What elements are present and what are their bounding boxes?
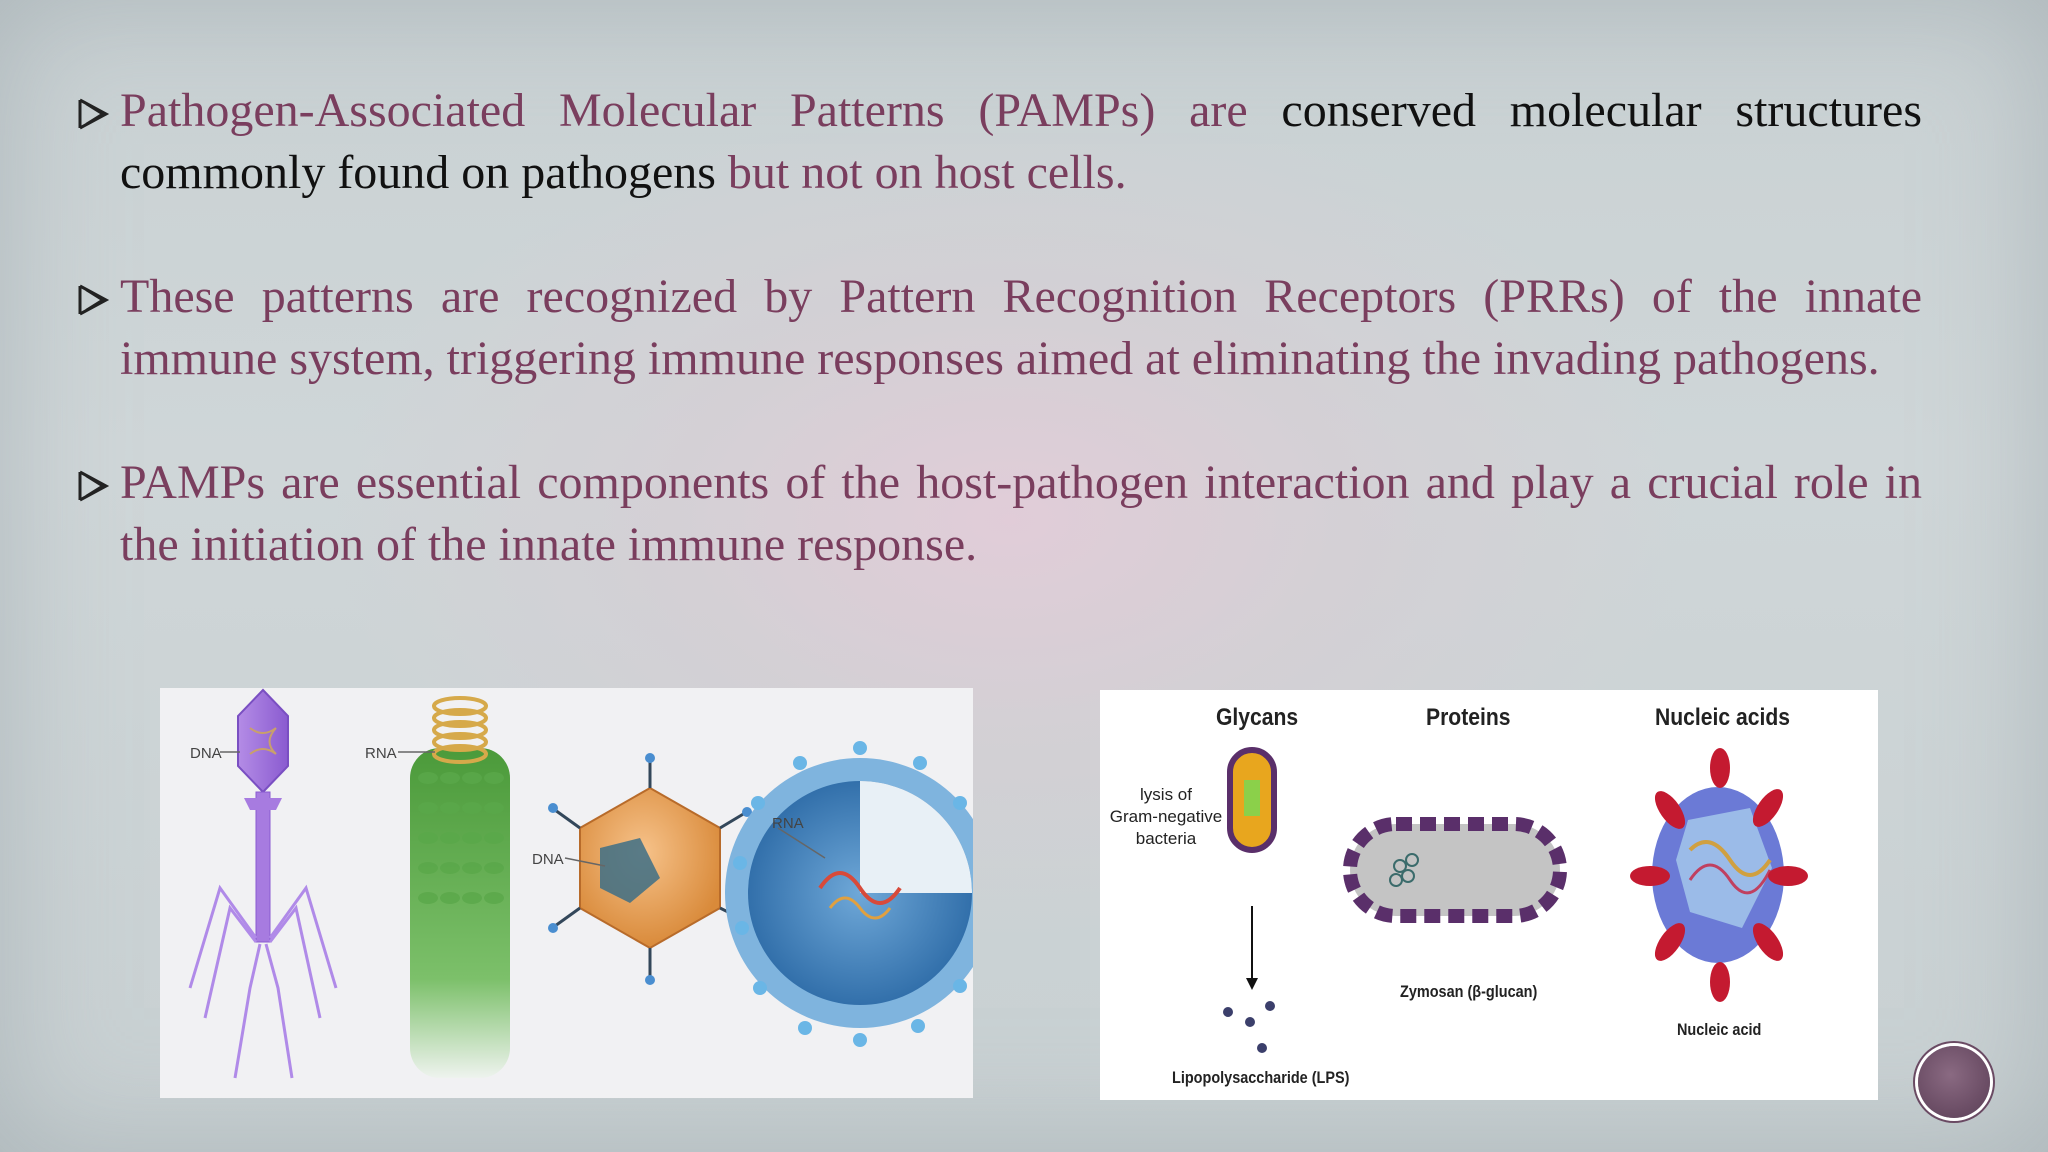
rna-label-2: RNA <box>772 815 804 832</box>
bullet-prr-recognition: These patterns are recognized by Pattern… <box>76 266 1922 390</box>
virus-illustration-figure: DNA RNA <box>160 688 973 1098</box>
dna-label-1: DNA <box>190 745 222 762</box>
nucleic-acid-caption: Nucleic acid <box>1677 1020 1762 1039</box>
dna-label-2: DNA <box>532 851 564 868</box>
arrow-bullet-icon <box>78 98 110 130</box>
lysis-label: lysis of Gram-negative bacteria <box>1106 784 1226 850</box>
bullet-2-text: These patterns are recognized by Pattern… <box>120 270 1922 385</box>
down-arrow-head-icon <box>1246 978 1258 990</box>
bacterium-icon <box>1227 747 1277 853</box>
enveloped-virus-icon <box>725 741 973 1047</box>
zymosan-particle-icon <box>1343 817 1567 923</box>
bullet-pamps-role: PAMPs are essential components of the ho… <box>76 452 1922 576</box>
lysis-line-3: bacteria <box>1135 829 1197 848</box>
rna-label-1: RNA <box>365 745 397 762</box>
bullet-1-part-b: conserved molecular structures commonly … <box>120 84 1923 199</box>
lysis-line-1: lysis of <box>1140 785 1192 804</box>
glycans-header: Glycans <box>1216 704 1299 731</box>
lysis-line-2: Gram-negative <box>1109 807 1223 826</box>
bullet-3-text: PAMPs are essential components of the ho… <box>120 456 1922 571</box>
nucleic-acid-virus-icon <box>1630 748 1808 1002</box>
arrow-bullet-icon <box>78 470 110 502</box>
bullet-1-part-c: but not on host cells. <box>727 146 1127 199</box>
bullet-list: Pathogen-Associated Molecular Patterns (… <box>76 80 1922 576</box>
zymosan-caption: Zymosan (β-glucan) <box>1400 982 1538 1001</box>
rod-virus-icon <box>410 696 510 1078</box>
nucleic-acids-header: Nucleic acids <box>1655 704 1791 731</box>
adenovirus-icon <box>548 753 757 985</box>
pamp-types-figure: Glycans Proteins Nucleic acids lysis of … <box>1100 690 1878 1100</box>
bullet-pamps-definition: Pathogen-Associated Molecular Patterns (… <box>76 80 1922 204</box>
arrow-bullet-icon <box>78 284 110 316</box>
bullet-1-part-a: Pathogen-Associated Molecular Patterns (… <box>120 84 1248 137</box>
virus-illustrations: DNA RNA <box>188 688 973 1079</box>
bacteriophage-icon <box>188 688 338 1079</box>
lps-dots-icon <box>1223 1001 1275 1053</box>
lps-caption: Lipopolysaccharide (LPS) <box>1172 1068 1350 1087</box>
proteins-header: Proteins <box>1426 704 1511 731</box>
pamp-diagram <box>1223 747 1808 1053</box>
slide-nav-button[interactable] <box>1918 1046 1990 1118</box>
